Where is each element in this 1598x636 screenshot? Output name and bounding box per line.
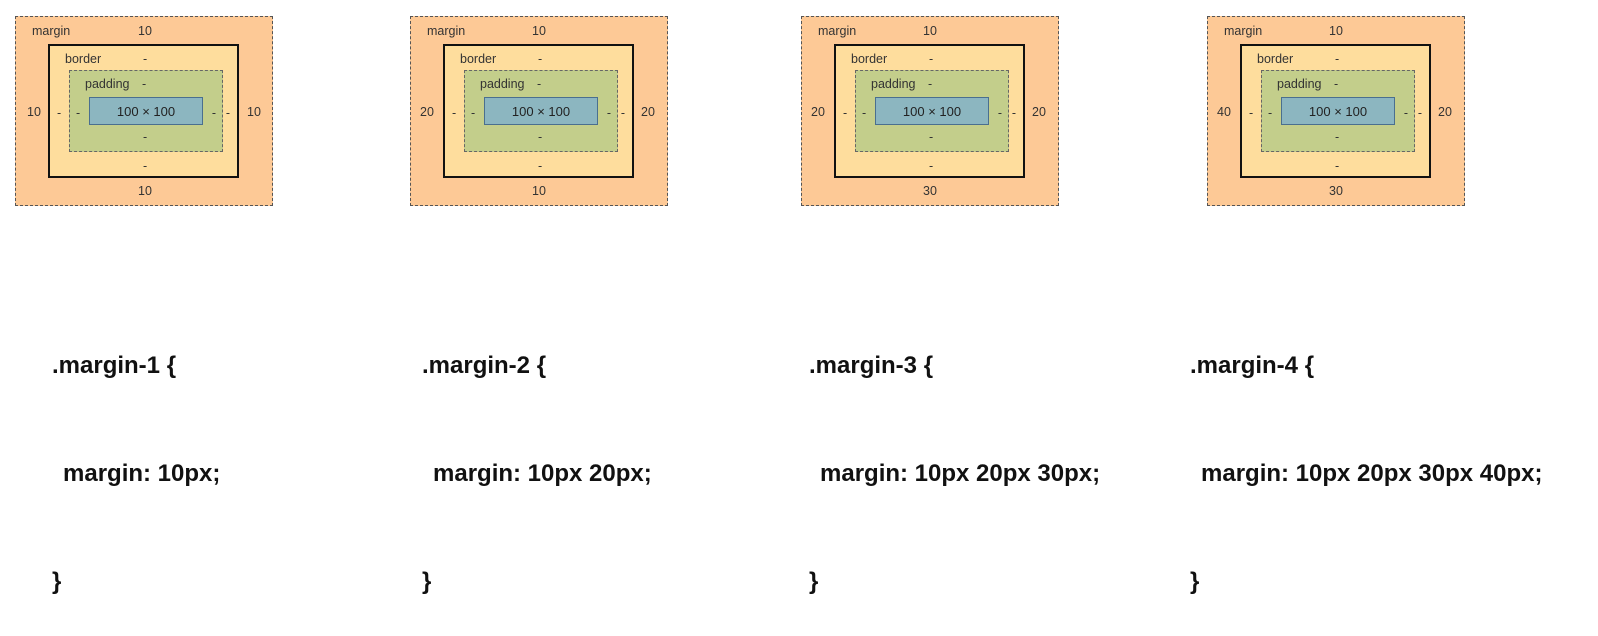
margin-top-value: 10 <box>532 24 546 38</box>
css-snippet-margin-1: .margin-1 { margin: 10px; } <box>52 276 220 636</box>
css-declaration: margin: 10px 20px; <box>433 460 652 487</box>
css-snippet-margin-2: .margin-2 { margin: 10px 20px; } <box>422 276 652 636</box>
css-closing-brace: } <box>809 568 819 595</box>
border-top-value: - <box>538 52 543 66</box>
padding-label: padding <box>480 77 525 91</box>
border-label: border <box>1257 52 1294 66</box>
padding-left-value: - <box>76 106 81 120</box>
padding-top-value: - <box>1334 77 1339 91</box>
margin-label: margin <box>32 24 71 38</box>
border-right-value: - <box>225 106 230 120</box>
margin-bottom-value: 30 <box>1329 184 1343 198</box>
padding-label: padding <box>1277 77 1322 91</box>
margin-top-value: 10 <box>923 24 937 38</box>
padding-top-value: - <box>928 77 933 91</box>
css-declaration: margin: 10px 20px 30px; <box>820 460 1101 487</box>
border-label: border <box>460 52 497 66</box>
margin-right-value: 20 <box>641 105 655 119</box>
margin-right-value: 20 <box>1032 105 1046 119</box>
margin-left-value: 20 <box>811 105 825 119</box>
padding-bottom-value: - <box>929 130 934 144</box>
css-closing-brace: } <box>422 568 432 595</box>
border-box: border - - - - padding - - - - 100 × 100 <box>1240 44 1431 178</box>
border-bottom-value: - <box>538 159 543 173</box>
padding-label: padding <box>871 77 916 91</box>
margin-label: margin <box>427 24 466 38</box>
border-bottom-value: - <box>143 159 148 173</box>
border-box: border - - - - padding - - - - 100 × 100 <box>48 44 239 178</box>
css-closing-brace: } <box>52 568 62 595</box>
padding-top-value: - <box>537 77 542 91</box>
margin-label: margin <box>818 24 857 38</box>
content-box: 100 × 100 <box>89 97 203 125</box>
border-bottom-value: - <box>929 159 934 173</box>
padding-left-value: - <box>862 106 867 120</box>
padding-bottom-value: - <box>538 130 543 144</box>
border-bottom-value: - <box>1335 159 1340 173</box>
content-box: 100 × 100 <box>484 97 598 125</box>
margin-bottom-value: 10 <box>138 184 152 198</box>
padding-label: padding <box>85 77 130 91</box>
border-right-value: - <box>620 106 625 120</box>
padding-box: padding - - - - 100 × 100 <box>855 70 1009 152</box>
border-box: border - - - - padding - - - - 100 × 100 <box>443 44 634 178</box>
padding-right-value: - <box>606 106 611 120</box>
border-box: border - - - - padding - - - - 100 × 100 <box>834 44 1025 178</box>
content-size: 100 × 100 <box>116 103 176 119</box>
content-box: 100 × 100 <box>1281 97 1395 125</box>
css-snippet-margin-3: .margin-3 { margin: 10px 20px 30px; } <box>809 276 1100 636</box>
padding-box: padding - - - - 100 × 100 <box>464 70 618 152</box>
content-box: 100 × 100 <box>875 97 989 125</box>
padding-left-value: - <box>1268 106 1273 120</box>
css-selector: .margin-4 { <box>1190 352 1315 379</box>
padding-right-value: - <box>997 106 1002 120</box>
box-model-diagram-2: margin 10 20 20 10 border - - - - paddin… <box>410 16 668 206</box>
box-model-diagram-3: margin 10 20 20 30 border - - - - paddin… <box>801 16 1059 206</box>
margin-top-value: 10 <box>1329 24 1343 38</box>
padding-box: padding - - - - 100 × 100 <box>69 70 223 152</box>
margin-right-value: 20 <box>1438 105 1452 119</box>
padding-left-value: - <box>471 106 476 120</box>
box-model-diagram-1: margin 10 10 10 10 border - - - - paddin… <box>15 16 273 206</box>
border-left-value: - <box>452 106 457 120</box>
border-left-value: - <box>843 106 848 120</box>
css-declaration: margin: 10px 20px 30px 40px; <box>1201 460 1543 487</box>
css-selector: .margin-3 { <box>809 352 934 379</box>
padding-bottom-value: - <box>1335 130 1340 144</box>
content-size: 100 × 100 <box>511 103 571 119</box>
css-declaration: margin: 10px; <box>63 460 221 487</box>
border-right-value: - <box>1417 106 1422 120</box>
css-selector: .margin-2 { <box>422 352 547 379</box>
border-label: border <box>851 52 888 66</box>
css-closing-brace: } <box>1190 568 1200 595</box>
margin-right-value: 10 <box>247 105 261 119</box>
margin-left-value: 40 <box>1217 105 1231 119</box>
border-left-value: - <box>1249 106 1254 120</box>
css-snippet-margin-4: .margin-4 { margin: 10px 20px 30px 40px;… <box>1190 276 1542 636</box>
margin-left-value: 20 <box>420 105 434 119</box>
css-selector: .margin-1 { <box>52 352 177 379</box>
padding-bottom-value: - <box>143 130 148 144</box>
padding-right-value: - <box>1403 106 1408 120</box>
margin-top-value: 10 <box>138 24 152 38</box>
content-size: 100 × 100 <box>1308 103 1368 119</box>
content-size: 100 × 100 <box>902 103 962 119</box>
padding-top-value: - <box>142 77 147 91</box>
border-left-value: - <box>57 106 62 120</box>
border-label: border <box>65 52 102 66</box>
padding-box: padding - - - - 100 × 100 <box>1261 70 1415 152</box>
margin-bottom-value: 10 <box>532 184 546 198</box>
border-top-value: - <box>143 52 148 66</box>
border-top-value: - <box>929 52 934 66</box>
border-top-value: - <box>1335 52 1340 66</box>
border-right-value: - <box>1011 106 1016 120</box>
box-model-diagram-4: margin 10 40 20 30 border - - - - paddin… <box>1207 16 1465 206</box>
padding-right-value: - <box>211 106 216 120</box>
margin-left-value: 10 <box>27 105 41 119</box>
margin-label: margin <box>1224 24 1263 38</box>
margin-bottom-value: 30 <box>923 184 937 198</box>
